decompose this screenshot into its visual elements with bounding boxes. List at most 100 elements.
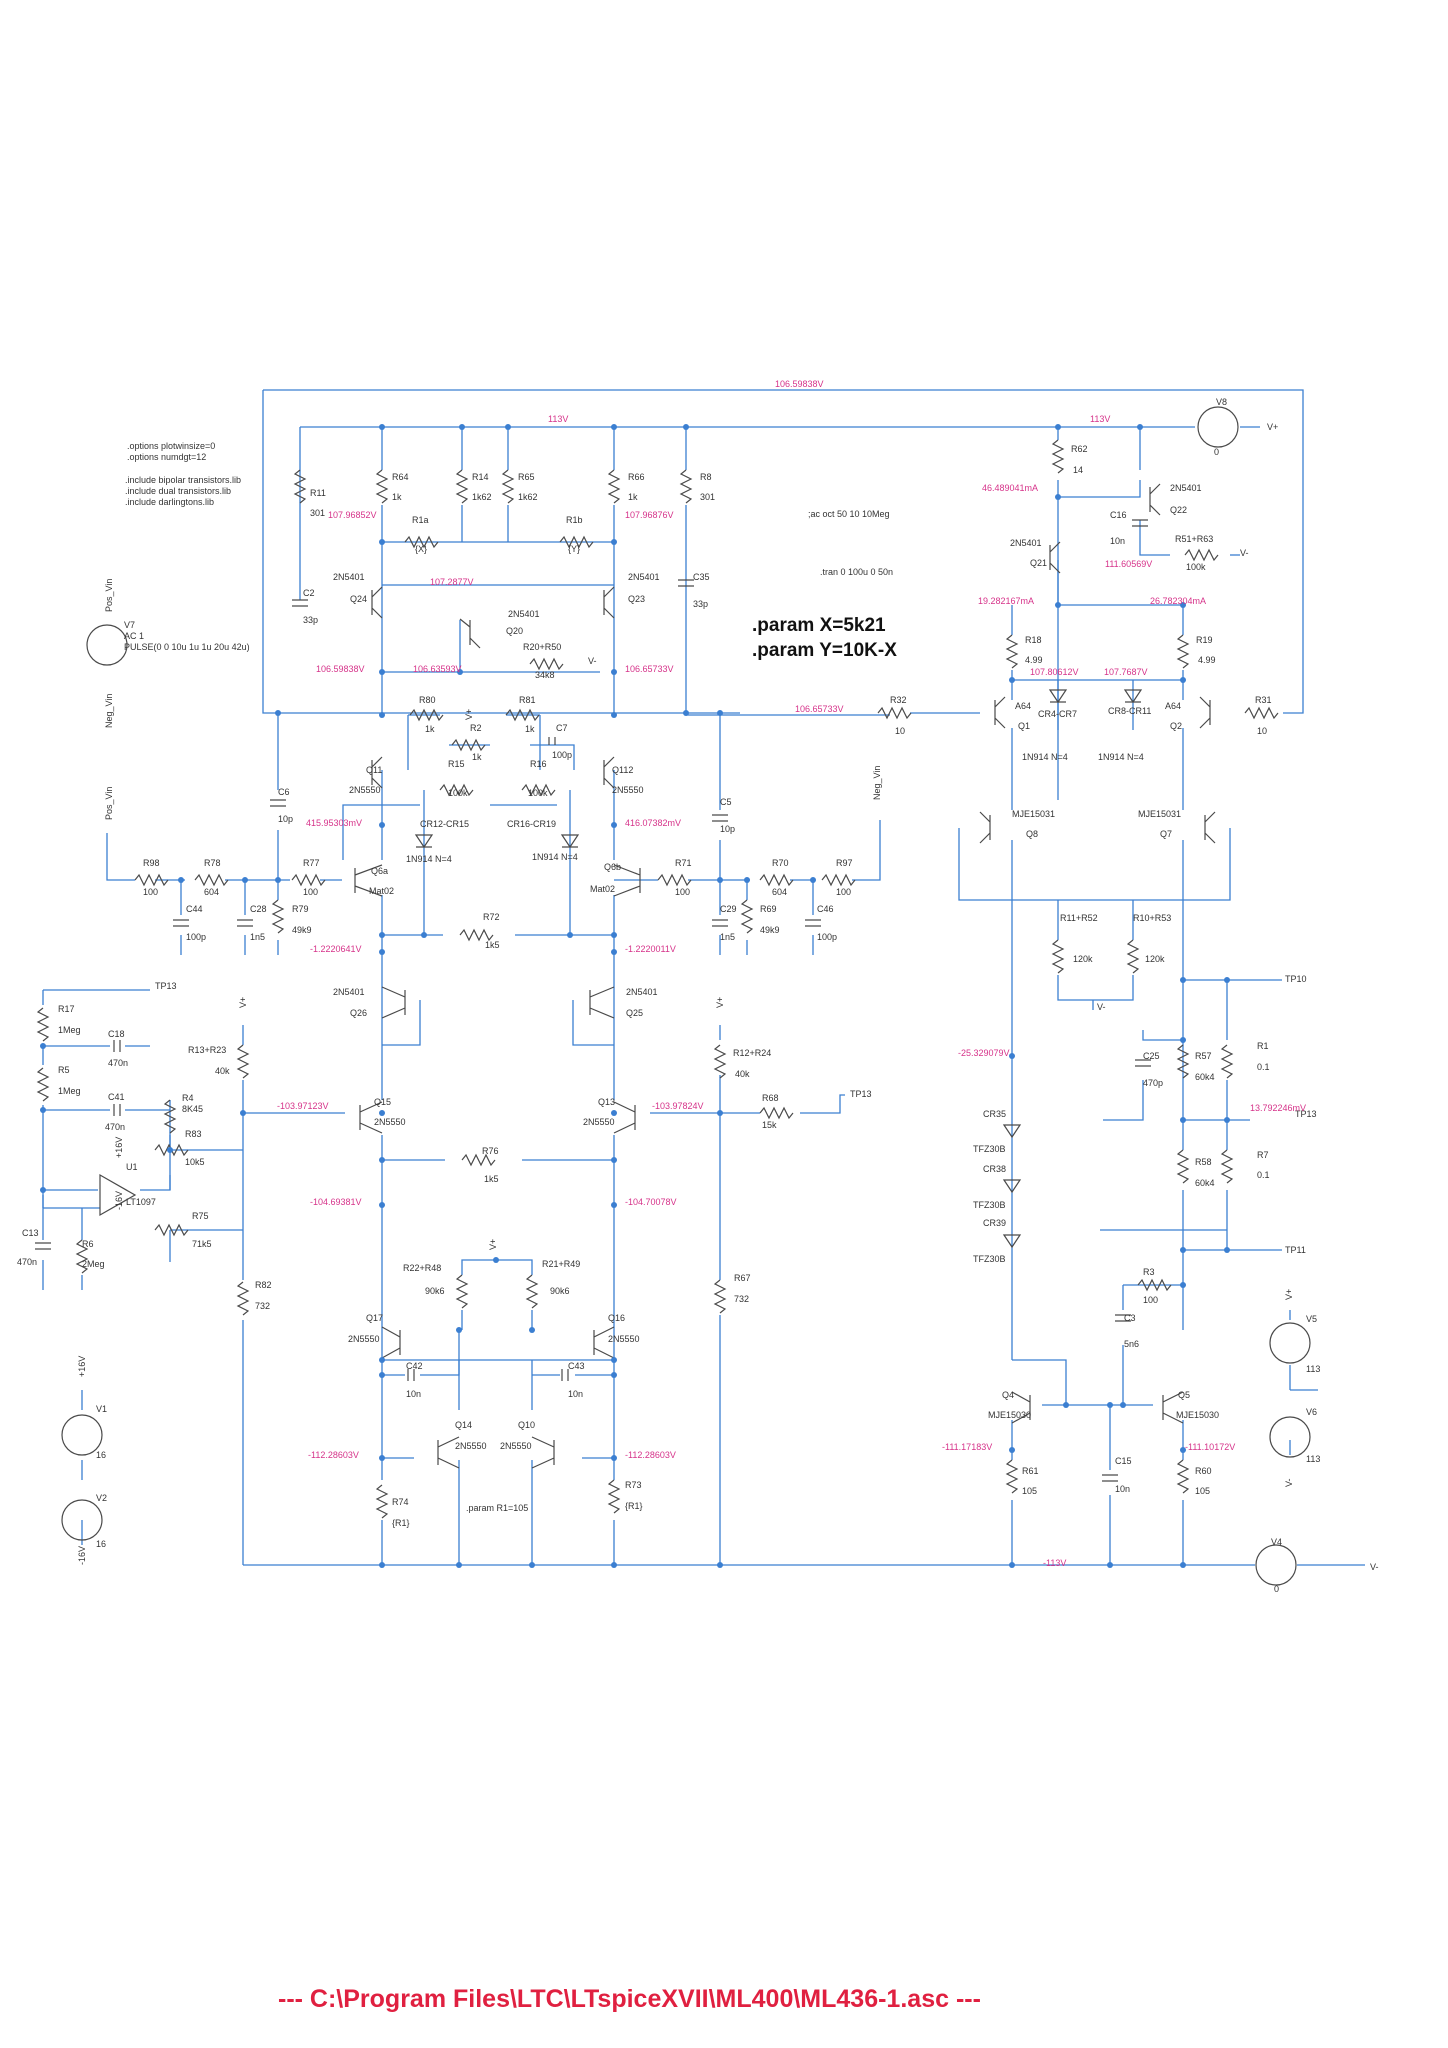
component-label: 470p — [1143, 1078, 1163, 1088]
component-label: C29 — [720, 904, 737, 914]
component-label: TP10 — [1285, 974, 1307, 984]
component-label: TFZ30B — [973, 1144, 1006, 1154]
node-voltage-label: -25.329079V — [958, 1048, 1010, 1058]
directive-include-1: .include bipolar transistors.lib — [125, 475, 241, 485]
component-label: R19 — [1196, 635, 1213, 645]
component-label: 40k — [215, 1066, 230, 1076]
component-label: R16 — [530, 759, 547, 769]
component-label: 2N5550 — [349, 785, 381, 795]
component-label: 2N5550 — [348, 1334, 380, 1344]
component-label: LT1097 — [126, 1197, 156, 1207]
component-label: R22+R48 — [403, 1263, 441, 1273]
component-label: R7 — [1257, 1150, 1269, 1160]
component-label: 2N5550 — [612, 785, 644, 795]
node-voltage-label: 106.59838V — [775, 379, 824, 389]
spice-directives: .options plotwinsize=0 .options numdgt=1… — [125, 441, 897, 1513]
component-label: Q7 — [1160, 829, 1172, 839]
component-label: Q24 — [350, 594, 367, 604]
component-label: 1k — [425, 724, 435, 734]
component-label: C3 — [1124, 1313, 1136, 1323]
directive-param-y: .param Y=10K-X — [752, 640, 897, 661]
component-label: 113 — [1306, 1364, 1320, 1374]
component-label: R18 — [1025, 635, 1042, 645]
component-label: 2N5401 — [508, 609, 540, 619]
component-label: 0.1 — [1257, 1062, 1270, 1072]
component-label: R61 — [1022, 1466, 1039, 1476]
component-label: 100p — [817, 932, 837, 942]
net-label: Pos_Vin — [104, 579, 114, 612]
component-label: V4 — [1271, 1537, 1282, 1547]
component-label: Q11 — [366, 765, 382, 775]
node-voltage-label: -111.17183V — [942, 1442, 992, 1452]
component-label: 2N5550 — [374, 1117, 406, 1127]
node-voltage-label: -103.97824V — [652, 1101, 704, 1111]
component-label: TFZ30B — [973, 1254, 1006, 1264]
net-label: -16V — [77, 1546, 87, 1565]
component-label: R72 — [483, 912, 500, 922]
component-label: R80 — [419, 695, 436, 705]
component-label: CR8-CR11 — [1108, 706, 1151, 716]
component-label: A64 — [1015, 701, 1031, 711]
component-label: CR12-CR15 — [420, 819, 469, 829]
component-label: R20+R50 — [523, 642, 561, 652]
component-label: 4.99 — [1198, 655, 1216, 665]
component-label: 100k — [448, 788, 468, 798]
component-label: 71k5 — [192, 1239, 212, 1249]
component-label: Q13 — [598, 1097, 615, 1107]
component-label: V1 — [96, 1404, 107, 1414]
component-label: Q16 — [608, 1313, 625, 1323]
net-label: V- — [1284, 1478, 1294, 1487]
net-label: V+ — [464, 709, 474, 720]
component-label: 49k9 — [292, 925, 312, 935]
component-label: TFZ30B — [973, 1200, 1006, 1210]
component-label: 2N5550 — [500, 1441, 532, 1451]
component-label: 100 — [675, 887, 690, 897]
component-label: R51+R63 — [1175, 534, 1213, 544]
component-label: MJE15030 — [988, 1410, 1031, 1420]
net-label: Pos_Vin — [104, 787, 114, 820]
node-voltage-label: 107.2877V — [430, 577, 474, 587]
component-label: C5 — [720, 797, 732, 807]
component-label: C46 — [817, 904, 834, 914]
component-label: 5n6 — [1124, 1339, 1139, 1349]
component-label: R1a — [412, 515, 429, 525]
capacitor-symbols — [35, 519, 1151, 1482]
component-label: R77 — [303, 858, 320, 868]
component-label: 470n — [17, 1257, 37, 1267]
source-v7: V7 AC 1 PULSE(0 0 10u 1u 1u 20u 42u) — [124, 620, 250, 652]
component-label: Q21 — [1030, 558, 1047, 568]
component-label: 49k9 — [760, 925, 780, 935]
component-label: C6 — [278, 787, 290, 797]
component-label: 2N5401 — [1010, 538, 1042, 548]
node-voltage-label: 107.7687V — [1104, 667, 1148, 677]
component-label: R60 — [1195, 1466, 1212, 1476]
component-label: 100 — [1143, 1295, 1158, 1305]
node-voltage-label: 107.96852V — [328, 510, 377, 520]
component-label: Q8 — [1026, 829, 1038, 839]
component-label: 470n — [105, 1122, 125, 1132]
component-label: TP13 — [850, 1089, 872, 1099]
component-label: 16 — [96, 1539, 106, 1549]
component-label: 90k6 — [425, 1286, 445, 1296]
directive-options-2: .options numdgt=12 — [127, 452, 206, 462]
directive-tran: .tran 0 100u 0 50n — [820, 567, 893, 577]
component-label: 1k5 — [485, 940, 500, 950]
net-label: Neg_Vin — [104, 694, 114, 728]
component-label: TP13 — [1295, 1109, 1317, 1119]
component-label: 2Meg — [82, 1259, 105, 1269]
component-label: Q2 — [1170, 721, 1182, 731]
component-label: 2N5401 — [333, 987, 365, 997]
component-label: R1 — [1257, 1041, 1269, 1051]
component-label: Q23 — [628, 594, 645, 604]
component-label: {X} — [415, 544, 427, 554]
node-voltage-label: -113V — [1043, 1558, 1066, 1568]
node-voltage-label: 106.65733V — [625, 664, 674, 674]
component-label: 1N914 N=4 — [532, 852, 578, 862]
component-label: R69 — [760, 904, 777, 914]
component-label: Q1 — [1018, 721, 1030, 731]
component-label: 1k62 — [518, 492, 538, 502]
component-label: R79 — [292, 904, 309, 914]
node-voltage-label: 111.60569V — [1105, 559, 1152, 569]
component-label: R70 — [772, 858, 789, 868]
component-label: CR16-CR19 — [507, 819, 556, 829]
